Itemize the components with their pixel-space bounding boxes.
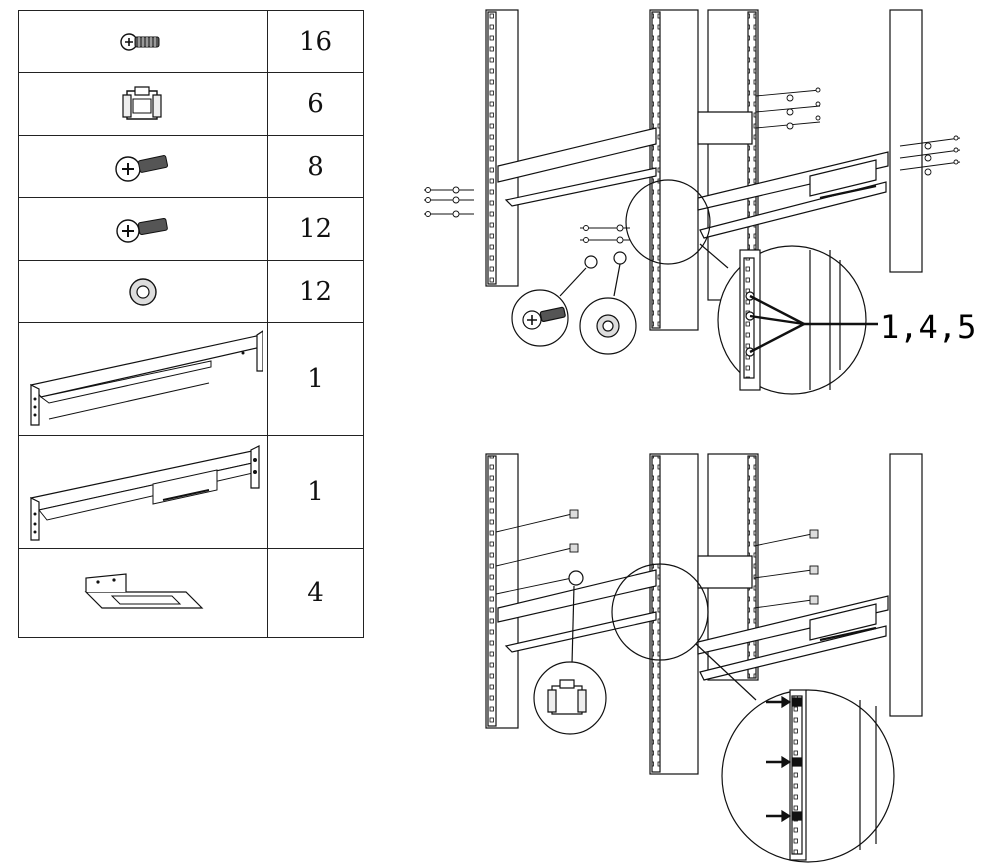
part-icon-cell xyxy=(18,259,268,324)
rack-post-front-left xyxy=(485,9,519,287)
part-icon-cell xyxy=(18,435,268,550)
callout-label-screw-types: 1,4,5 xyxy=(880,308,976,346)
detail-lens-holes-bottom xyxy=(721,689,895,863)
parts-row: 1 xyxy=(18,322,364,437)
part-icon-cell xyxy=(18,548,268,638)
rail-right-bottom xyxy=(697,555,889,681)
part-quantity: 1 xyxy=(267,435,364,550)
parts-row: 8 xyxy=(18,134,364,199)
rail-right-top xyxy=(697,111,889,239)
part-quantity: 12 xyxy=(267,259,364,324)
parts-row: 1 xyxy=(18,435,364,550)
parts-row: 6 xyxy=(18,72,364,136)
part-icon-cell xyxy=(18,9,268,74)
washer-callout xyxy=(579,251,637,355)
screw-group-left xyxy=(424,186,630,244)
parts-row: 16 xyxy=(18,9,364,74)
rack-post-front-right xyxy=(649,9,699,331)
part-quantity: 8 xyxy=(267,134,364,199)
parts-table: 16 6 8 1 xyxy=(18,9,364,638)
part-quantity: 6 xyxy=(267,72,364,136)
washer-icon xyxy=(129,277,157,306)
front-rail-bracket-icon xyxy=(29,330,263,426)
rack-post-front-right-bottom xyxy=(649,453,699,775)
flat-head-screw-small-icon xyxy=(120,33,160,51)
lens-leader-line-bottom xyxy=(695,643,757,701)
detail-lens-holes-top xyxy=(717,245,878,395)
flat-head-screw-icon xyxy=(116,218,168,243)
rail-left-top xyxy=(497,127,657,207)
screw-callout xyxy=(511,255,598,347)
rack-post-rear-right-bottom xyxy=(889,453,923,717)
part-quantity: 1 xyxy=(267,322,364,437)
part-quantity: 16 xyxy=(267,9,364,74)
rear-sliding-rail-icon xyxy=(30,445,260,541)
part-icon-cell xyxy=(18,72,268,136)
part-quantity: 12 xyxy=(267,197,364,261)
detail-circle-small-top xyxy=(625,179,711,265)
parts-row: 12 xyxy=(18,197,364,261)
part-icon-cell xyxy=(18,322,268,437)
screw-group-right xyxy=(755,87,961,176)
rack-rail-install-diagram-top xyxy=(424,9,961,395)
part-icon-cell xyxy=(18,197,268,261)
parts-row: 4 xyxy=(18,548,364,638)
pan-head-screw-icon xyxy=(115,154,169,182)
lens-leader-line-top xyxy=(699,243,729,269)
rack-post-rear-right xyxy=(889,9,923,273)
cage-nut-clip-icon xyxy=(122,86,162,120)
part-icon-cell xyxy=(18,134,268,199)
part-quantity: 4 xyxy=(267,548,364,638)
detail-circle-small-bottom xyxy=(611,563,709,661)
parts-row: 12 xyxy=(18,259,364,324)
rack-post-front-left-bottom xyxy=(485,453,519,729)
rack-rail-install-diagram-bottom xyxy=(485,453,923,863)
rail-left-bottom xyxy=(497,569,657,653)
support-tray-bracket-icon xyxy=(84,573,204,609)
cage-nut-group-right xyxy=(753,529,819,609)
cage-nut-callout xyxy=(533,570,607,735)
